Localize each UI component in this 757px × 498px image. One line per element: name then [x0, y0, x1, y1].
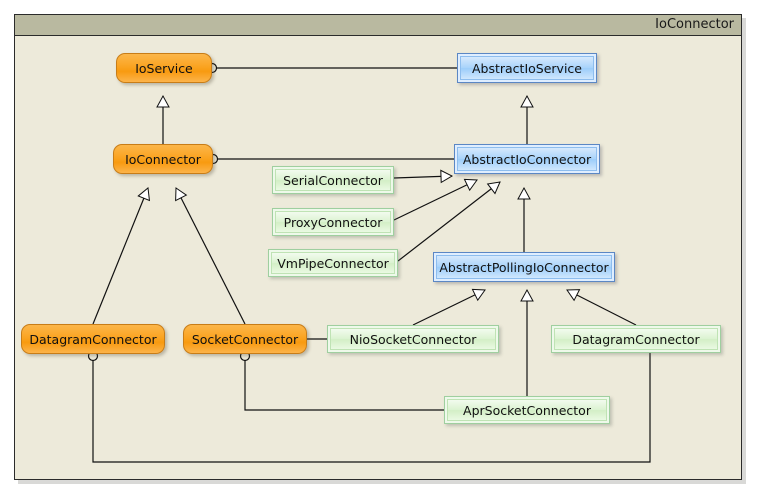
edge-datagramconnector-ioconnector [92, 187, 151, 325]
node-label: VmPipeConnector [277, 255, 389, 271]
node-label: AprSocketConnector [463, 402, 591, 418]
node-abstractioconnector[interactable]: AbstractIoConnector [454, 144, 600, 174]
node-label: IoService [135, 60, 193, 76]
node-abstractpollingioconnector[interactable]: AbstractPollingIoConnector [433, 252, 615, 282]
node-serialconnector[interactable]: SerialConnector [272, 166, 394, 194]
edge-datagramconnectorimpl-datagramconnectoriface [92, 353, 651, 463]
edge-datagramconnectorimpl-abstractpolling [566, 289, 637, 326]
node-socketconnector[interactable]: SocketConnector [183, 324, 307, 354]
node-label: DatagramConnector [29, 331, 157, 347]
node-label: NioSocketConnector [349, 331, 477, 347]
node-label: SocketConnector [191, 331, 299, 347]
node-label: AbstractIoConnector [462, 151, 592, 167]
node-label: IoConnector [125, 151, 201, 167]
diagram-title: IoConnector [655, 17, 734, 32]
edge-vmpipeconnector-abstractioconnector [397, 181, 501, 262]
edge-aprsocketconnector-socketconnector [244, 360, 444, 411]
edge-socketconnector-ioconnector [175, 187, 246, 325]
node-aprsocketconnector[interactable]: AprSocketConnector [444, 396, 610, 424]
node-abstractioservice[interactable]: AbstractIoService [457, 53, 597, 83]
diagram-frame: IoConnector [14, 14, 742, 480]
edge-niosocketconnector-abstractpolling [412, 288, 486, 326]
node-label: DatagramConnector [572, 331, 700, 347]
node-ioservice[interactable]: IoService [116, 53, 212, 83]
node-datagramconnector-interface[interactable]: DatagramConnector [21, 324, 165, 354]
node-datagramconnector-impl[interactable]: DatagramConnector [551, 325, 721, 353]
node-label: AbstractPollingIoConnector [439, 259, 609, 275]
node-ioconnector[interactable]: IoConnector [113, 144, 213, 174]
diagram-titlebar: IoConnector [15, 15, 741, 36]
node-vmpipeconnector[interactable]: VmPipeConnector [268, 249, 398, 277]
node-label: SerialConnector [283, 172, 383, 188]
edge-proxyconnector-abstractioconnector [393, 178, 478, 221]
node-niosocketconnector[interactable]: NioSocketConnector [327, 325, 499, 353]
edge-serialconnector-abstractioconnector [393, 169, 454, 184]
node-label: AbstractIoService [471, 60, 582, 76]
node-label: ProxyConnector [283, 214, 383, 230]
node-proxyconnector[interactable]: ProxyConnector [272, 208, 394, 236]
